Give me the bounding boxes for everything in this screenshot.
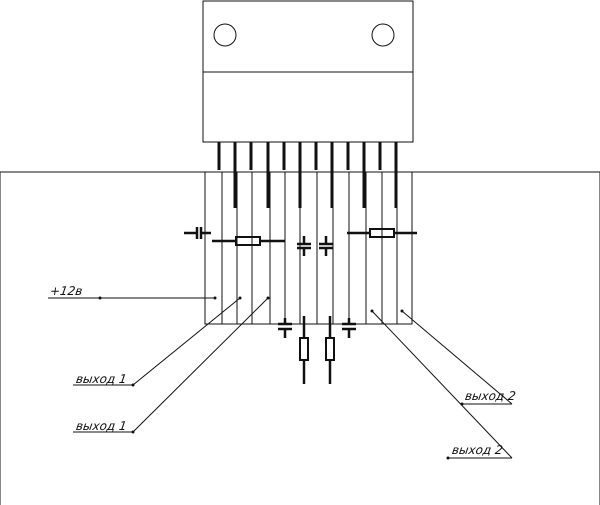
output-2-label-b: выход 2	[451, 443, 504, 457]
leader-dots	[98, 296, 464, 460]
mounting-hole-right	[371, 23, 395, 47]
mounting-hole-left	[213, 23, 237, 47]
pad-area	[204, 171, 413, 325]
output-1-label-a: выход 1	[75, 372, 128, 386]
supply-label: +12в	[49, 284, 84, 298]
output-1-label-b: выход 1	[75, 419, 128, 433]
output-2-label-a: выход 2	[464, 389, 517, 403]
components	[184, 227, 417, 384]
leader-lines	[48, 297, 513, 459]
chip-pins	[217, 142, 398, 208]
